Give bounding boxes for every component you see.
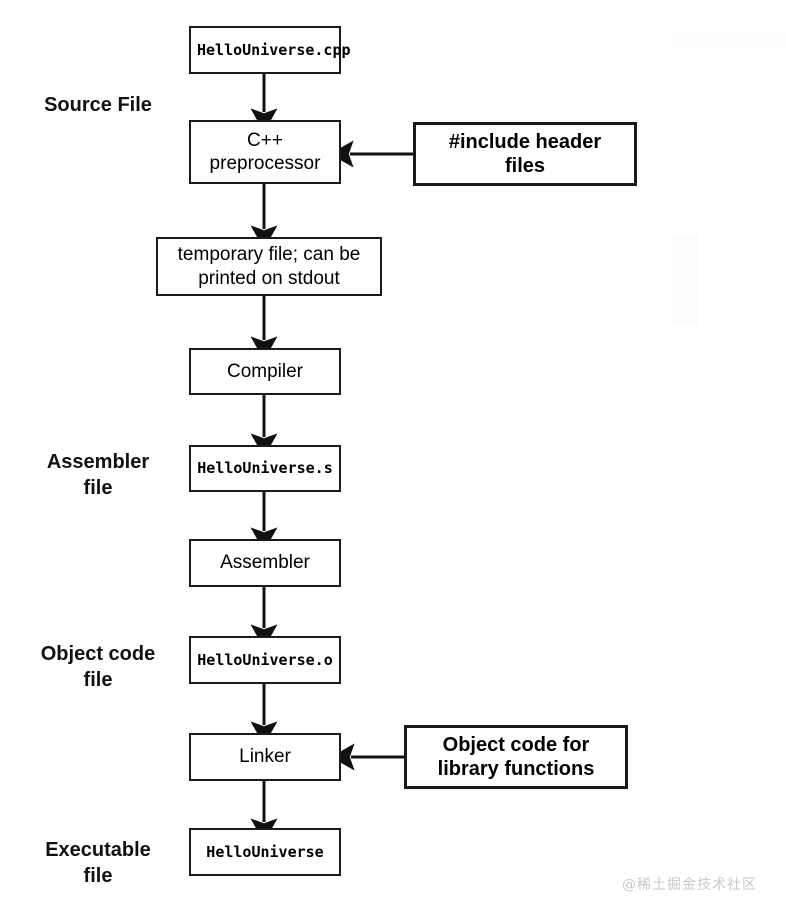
watermark: @稀土掘金技术社区: [622, 877, 757, 893]
node-temporary-file[interactable]: temporary file; can be printed on stdout: [156, 237, 382, 296]
node-compiler-label: Compiler: [226, 360, 304, 382]
node-assembler-label: Assembler: [220, 552, 310, 574]
stage-label-assembler-file: Assembler file: [46, 451, 150, 499]
node-library-object-code[interactable]: Object code for library functions: [404, 725, 628, 789]
stage-label-object-code-file: Object code file: [40, 643, 156, 691]
node-object-file[interactable]: HelloUniverse.o: [189, 636, 341, 684]
node-library-object-code-label: Object code for library functions: [437, 733, 595, 780]
node-preprocessor-label: C++ preprocessor: [209, 129, 321, 174]
node-temporary-file-label: temporary file; can be printed on stdout: [177, 244, 361, 289]
node-executable-label: HelloUniverse: [206, 842, 324, 861]
background-artifact-right: [672, 235, 697, 325]
node-source-cpp-label: HelloUniverse.cpp: [197, 40, 351, 59]
node-assembly-file[interactable]: HelloUniverse.s: [189, 445, 341, 492]
node-include-headers-label: #include header files: [448, 130, 602, 177]
stage-label-executable-file: Executable file: [45, 839, 151, 887]
stage-label-source-file: Source File: [44, 94, 152, 116]
node-executable[interactable]: HelloUniverse: [189, 828, 341, 876]
node-preprocessor[interactable]: C++ preprocessor: [189, 120, 341, 184]
node-linker-label: Linker: [239, 746, 291, 768]
node-source-cpp[interactable]: HelloUniverse.cpp: [189, 26, 351, 74]
node-include-headers[interactable]: #include header files: [413, 122, 637, 186]
node-object-file-label: HelloUniverse.o: [197, 650, 333, 669]
node-assembly-file-label: HelloUniverse.s: [197, 459, 333, 478]
node-assembler[interactable]: Assembler: [189, 539, 341, 587]
background-artifact-top: [670, 30, 786, 46]
node-linker[interactable]: Linker: [189, 733, 341, 781]
node-compiler[interactable]: Compiler: [189, 348, 341, 395]
